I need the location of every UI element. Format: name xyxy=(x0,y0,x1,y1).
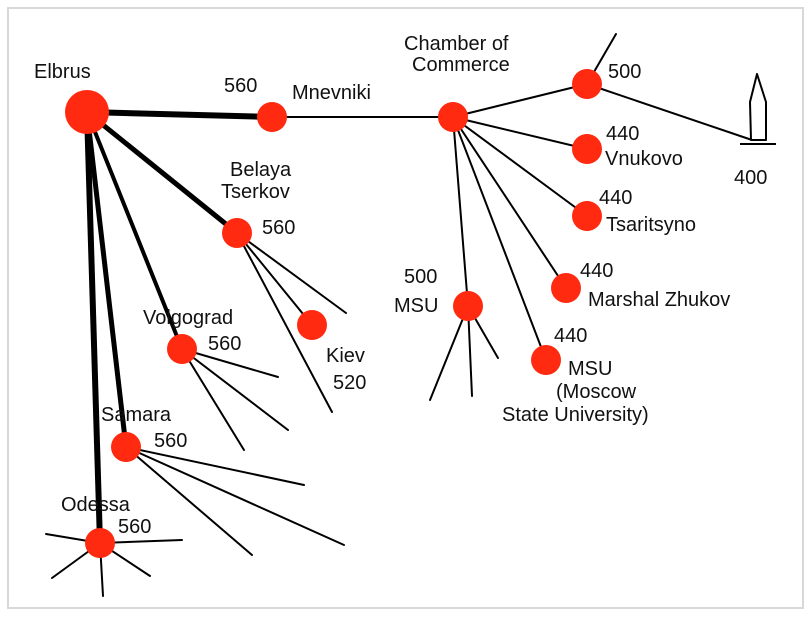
value-samara: 560 xyxy=(154,430,187,452)
line-chamber-500 xyxy=(452,83,588,118)
label-chamber-line2: Commerce xyxy=(412,54,510,76)
node-zhukov[interactable] xyxy=(551,273,581,303)
node-kiev[interactable] xyxy=(297,310,327,340)
label-belaya-line1: Belaya xyxy=(230,159,292,181)
line-elbrus-odessa xyxy=(84,109,103,546)
node-odessa[interactable] xyxy=(85,528,115,558)
value-500: 500 xyxy=(608,61,641,83)
value-msu-state: 440 xyxy=(554,325,587,347)
node-volgograd[interactable] xyxy=(167,334,197,364)
line-belaya-spur1 xyxy=(236,232,347,314)
label-msu-state-line2: (Moscow xyxy=(556,381,637,403)
value-vnukovo: 440 xyxy=(606,123,639,145)
value-volgograd: 560 xyxy=(208,333,241,355)
label-msu: MSU xyxy=(394,295,438,317)
value-tsaritsyno: 440 xyxy=(599,187,632,209)
value-msu: 500 xyxy=(404,266,437,288)
node-msu-state[interactable] xyxy=(531,345,561,375)
line-chamber-msu xyxy=(452,116,469,307)
label-mnevniki: Mnevniki xyxy=(292,82,371,104)
line-belaya-spur2 xyxy=(236,232,333,413)
thick-lines xyxy=(84,109,275,546)
line-samara-spur2 xyxy=(125,446,345,546)
line-belaya-kiev xyxy=(236,232,313,326)
label-belaya-line2: Tserkov xyxy=(221,181,290,203)
node-tsaritsyno[interactable] xyxy=(572,201,602,231)
node-samara[interactable] xyxy=(111,432,141,462)
value-mnevniki: 560 xyxy=(224,75,257,97)
line-elbrus-samara xyxy=(84,109,129,450)
line-elbrus-mnevniki xyxy=(84,109,275,120)
line-volgograd-spur2 xyxy=(181,348,289,431)
label-tower: 400 xyxy=(734,167,767,189)
node-chamber[interactable] xyxy=(438,102,468,132)
line-volgograd-spur3 xyxy=(181,348,245,451)
nodes xyxy=(65,69,602,558)
line-500-tower xyxy=(586,83,753,141)
label-kiev: Kiev xyxy=(326,345,365,367)
node-belaya[interactable] xyxy=(222,218,252,248)
line-chamber-tsaritsyno xyxy=(452,116,588,217)
line-volgograd-spur1 xyxy=(181,348,279,378)
node-elbrus[interactable] xyxy=(65,90,109,134)
label-msu-state-line1: MSU xyxy=(568,358,612,380)
node-vnukovo[interactable] xyxy=(572,134,602,164)
labels: Elbrus 560 Mnevniki Chamber of Commerce … xyxy=(34,33,767,538)
value-odessa: 560 xyxy=(118,516,151,538)
label-odessa: Odessa xyxy=(61,494,131,516)
label-zhukov: Marshal Zhukov xyxy=(588,289,730,311)
value-kiev: 520 xyxy=(333,372,366,394)
line-chamber-zhukov xyxy=(452,116,567,289)
label-chamber-line1: Chamber of xyxy=(404,33,509,55)
node-msu[interactable] xyxy=(453,291,483,321)
line-msu-spur1 xyxy=(429,305,469,401)
diagram-border xyxy=(7,7,804,609)
label-elbrus: Elbrus xyxy=(34,61,91,83)
label-tsaritsyno: Tsaritsyno xyxy=(606,214,696,236)
label-vnukovo: Vnukovo xyxy=(605,148,683,170)
value-belaya: 560 xyxy=(262,217,295,239)
line-samara-spur1 xyxy=(125,446,305,486)
node-mnevniki[interactable] xyxy=(257,102,287,132)
line-samara-spur3 xyxy=(125,446,253,556)
label-msu-state-line3: State University) xyxy=(502,404,649,426)
line-chamber-msustate xyxy=(452,116,547,361)
line-msu-spur2 xyxy=(467,305,473,397)
tower-icon xyxy=(740,73,776,145)
value-zhukov: 440 xyxy=(580,260,613,282)
line-elbrus-belaya xyxy=(84,109,240,236)
label-volgograd: Volgograd xyxy=(143,307,233,329)
line-elbrus-volgograd xyxy=(85,110,184,351)
line-chamber-vnukovo xyxy=(452,116,588,150)
label-samara: Samara xyxy=(101,404,172,426)
node-500[interactable] xyxy=(572,69,602,99)
